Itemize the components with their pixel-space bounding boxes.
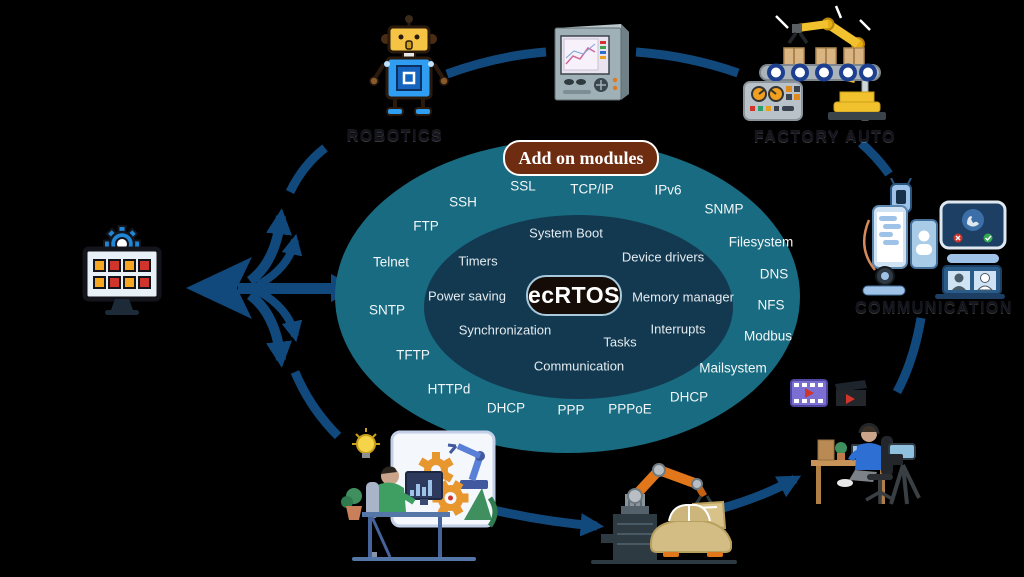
module-label: PPP [557, 402, 585, 418]
kernel-label: System Boot [529, 225, 603, 241]
media-production-icon [790, 379, 921, 505]
module-label: Mailsystem [699, 360, 767, 376]
kernel-label: Device drivers [621, 249, 705, 265]
module-label: DHCP [486, 400, 526, 416]
kernel-label: Interrupts [650, 321, 706, 337]
robot-icon [369, 15, 449, 116]
module-label: TFTP [396, 347, 430, 363]
kernel-label: Synchronization [458, 322, 552, 338]
embedded-device-monitor-icon [82, 225, 162, 315]
module-label: Filesystem [728, 234, 794, 250]
module-label: SNMP [704, 201, 744, 217]
module-label: Modbus [743, 328, 793, 344]
orbit-arc [285, 144, 328, 195]
communication-devices-icon [862, 178, 1007, 299]
orbit-arc [445, 47, 547, 79]
robotic-arm-drawing-icon [447, 443, 488, 489]
lightbulb-icon [352, 428, 380, 458]
kernel-label: Memory manager [632, 289, 734, 305]
module-label: Telnet [372, 254, 410, 270]
module-label: DHCP [669, 389, 709, 405]
ecrtos-badge: ecRTOS [526, 275, 622, 316]
orbit-arc [487, 504, 604, 537]
kernel-label: Power saving [427, 288, 507, 304]
module-label: PPPoE [608, 401, 652, 417]
kernel-label: Communication [533, 358, 625, 374]
robotics-caption: ROBOTICS [346, 128, 444, 145]
kernel-label: Tasks [603, 334, 637, 350]
addon-modules-badge: Add on modules [503, 140, 659, 176]
module-label: TCP/IP [570, 181, 614, 197]
film-strip-icon [790, 379, 828, 407]
panel-meter-icon [554, 24, 629, 101]
orbit-arc [635, 47, 740, 78]
factory-robotic-arm-icon [743, 5, 886, 121]
camera-tripod-icon [885, 443, 921, 505]
headphones-icon [858, 423, 880, 435]
engineering-workstation-icon [341, 428, 498, 561]
orbit-arc [290, 370, 342, 440]
module-label: SSL [510, 178, 536, 194]
module-label: DNS [759, 266, 789, 282]
factory-auto-caption: FACTORY AUTO [753, 129, 897, 146]
module-label: HTTPd [427, 381, 471, 397]
module-label: FTP [413, 218, 439, 234]
orbit-arc [858, 139, 893, 177]
module-label: NFS [757, 297, 785, 313]
communication-caption: COMMUNICATION [855, 300, 1013, 317]
module-label: SNTP [368, 302, 406, 318]
kernel-label: Timers [458, 253, 498, 269]
fanout-arrows-icon [186, 208, 357, 368]
orbit-arc [893, 317, 926, 395]
orbit-arc [717, 475, 802, 514]
module-label: SSH [449, 194, 477, 210]
module-label: IPv6 [654, 182, 682, 198]
clapperboard-icon [835, 380, 867, 406]
car-assembly-arm-icon [591, 463, 737, 564]
